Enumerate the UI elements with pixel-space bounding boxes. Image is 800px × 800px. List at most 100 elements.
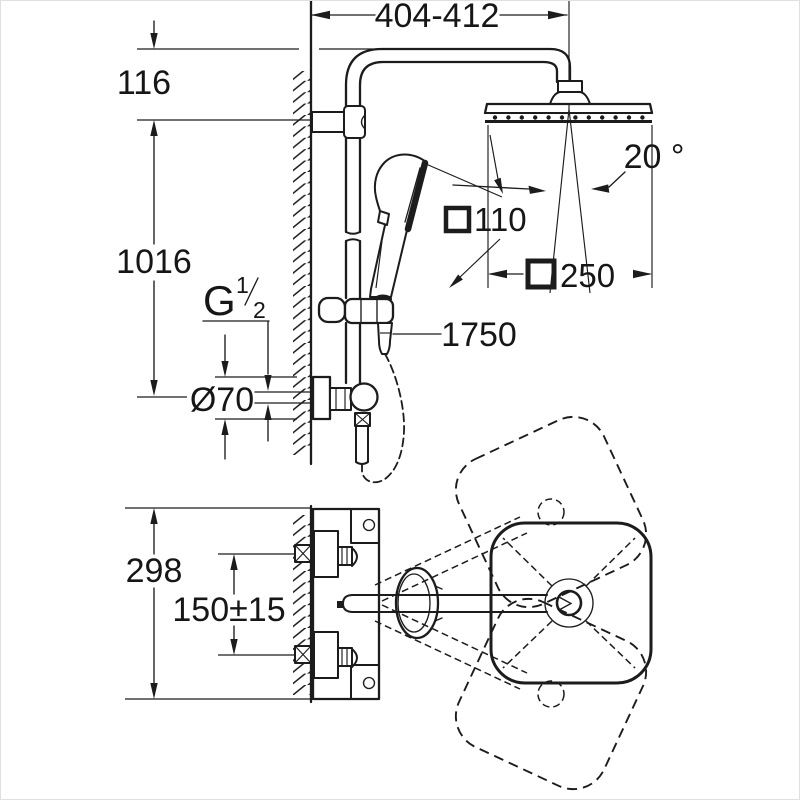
wall-hatching-upper bbox=[293, 71, 310, 455]
union-housing bbox=[313, 631, 339, 679]
leader-right bbox=[608, 171, 626, 188]
square-symbol-icon bbox=[443, 205, 472, 234]
hand-shower-top-inner bbox=[397, 573, 431, 633]
ball-swivel-down bbox=[537, 680, 565, 708]
dimension-width-404-412: 404-412 bbox=[310, 1, 570, 109]
face-inner-line bbox=[404, 167, 421, 223]
dimension-flange-70: Ø70 bbox=[190, 334, 314, 460]
rail-middle bbox=[344, 239, 362, 300]
arm-swivel-lines bbox=[374, 516, 528, 690]
hose-length-label: 1750 bbox=[392, 316, 517, 354]
arrow-up-icon bbox=[221, 419, 229, 435]
head-top bbox=[483, 102, 654, 115]
thread-label-g-half: G 1 2 bbox=[202, 272, 272, 442]
dimension-text-116: 116 bbox=[117, 64, 171, 102]
hand-shower-face bbox=[404, 159, 429, 233]
center-marker bbox=[337, 601, 344, 608]
dimension-1016: 1016 bbox=[116, 120, 192, 398]
ball-joint-nut bbox=[557, 80, 583, 93]
angle-text: 20 ° bbox=[624, 138, 685, 176]
bracket-clamp bbox=[343, 105, 366, 139]
dimension-text-250: 250 bbox=[560, 257, 615, 294]
body-corner-steps bbox=[350, 508, 380, 700]
bracket-notch bbox=[360, 114, 366, 130]
thread-text: G bbox=[203, 277, 236, 324]
extension-lines bbox=[487, 125, 653, 288]
holder-left-knob bbox=[317, 296, 347, 324]
union-dome bbox=[351, 547, 358, 567]
shower-arm bbox=[344, 47, 591, 115]
corner-fold-lines bbox=[502, 537, 636, 669]
dimension-116: 116 bbox=[117, 20, 379, 121]
stub-cross bbox=[294, 645, 312, 664]
arm-inner-line bbox=[358, 60, 559, 115]
hand-shower-top-outline bbox=[394, 566, 440, 640]
extension-line-a bbox=[425, 163, 503, 198]
dimension-text-70: Ø70 bbox=[190, 381, 254, 419]
swivel-range-dashed bbox=[374, 415, 648, 791]
union-nut bbox=[329, 387, 352, 411]
rail-lower bbox=[344, 321, 362, 385]
dimension-head-shower-250: 250 bbox=[487, 125, 653, 294]
dimension-text-110: 110 bbox=[474, 201, 527, 238]
shower-arm-plan bbox=[342, 594, 573, 613]
arrow-icon bbox=[494, 177, 503, 194]
arm-lines bbox=[342, 594, 548, 613]
arrow-down-icon bbox=[264, 375, 272, 391]
arrow-left-icon bbox=[591, 184, 610, 193]
diverter-ball bbox=[349, 382, 379, 412]
arrow-down-icon bbox=[150, 683, 158, 699]
dimension-150-15: 150±15 bbox=[172, 553, 294, 656]
hand-shower-plan bbox=[394, 566, 443, 640]
screw-bottom bbox=[362, 676, 376, 690]
wall-hatching-lower bbox=[293, 515, 310, 695]
arrow-down-icon bbox=[150, 33, 158, 49]
arm-outer-line bbox=[344, 47, 572, 115]
holder-body bbox=[343, 297, 395, 325]
wall-section-upper bbox=[293, 1, 313, 466]
hose-cone-connector bbox=[377, 322, 393, 355]
diverter-valve bbox=[311, 375, 379, 465]
arrow-right-icon bbox=[633, 269, 652, 279]
handle-inner-line bbox=[375, 240, 383, 289]
inlet-connection-upper bbox=[294, 530, 358, 578]
reference-lines bbox=[125, 507, 312, 700]
inlet-pipe-stub bbox=[254, 391, 314, 404]
arrow-left-icon bbox=[488, 269, 507, 279]
arrow-up-icon bbox=[230, 554, 238, 570]
dimension-angle-20: 20 ° bbox=[452, 138, 685, 194]
hand-shower-holder bbox=[317, 296, 395, 355]
head-square-swivel-up bbox=[454, 415, 648, 609]
inlet-connection-lower bbox=[294, 631, 358, 679]
shower-hose-dashed bbox=[361, 353, 405, 484]
nut-facets bbox=[341, 547, 348, 565]
thread-denominator: 2 bbox=[253, 297, 266, 323]
wall-escutcheon bbox=[311, 375, 332, 421]
head-square-solid bbox=[489, 521, 653, 685]
wall-section-lower bbox=[293, 504, 313, 704]
bracket-arm bbox=[311, 111, 346, 133]
outlet-pipe bbox=[355, 425, 369, 465]
arm-tip bbox=[558, 596, 573, 611]
ball-joint-bell bbox=[549, 91, 591, 105]
arrow-up-icon bbox=[150, 120, 158, 136]
union-housing bbox=[313, 530, 339, 578]
nut-facets bbox=[341, 648, 348, 666]
arrow-shaft bbox=[489, 134, 499, 180]
leader-line bbox=[202, 320, 270, 375]
nut-facets bbox=[335, 388, 346, 410]
arrow-right-icon bbox=[528, 185, 546, 194]
union-nut bbox=[337, 647, 353, 667]
arrow-down-icon bbox=[150, 380, 158, 396]
leader-left bbox=[452, 184, 530, 190]
dimension-text-1750: 1750 bbox=[441, 316, 517, 354]
dimension-text-1016: 1016 bbox=[116, 243, 192, 281]
square-symbol-icon bbox=[525, 258, 557, 290]
reference-lines bbox=[218, 553, 294, 656]
arrow-down-icon bbox=[230, 639, 238, 655]
arrow-right-icon bbox=[548, 10, 567, 20]
dimension-text-width: 404-412 bbox=[375, 1, 500, 35]
union-nut bbox=[337, 546, 353, 566]
